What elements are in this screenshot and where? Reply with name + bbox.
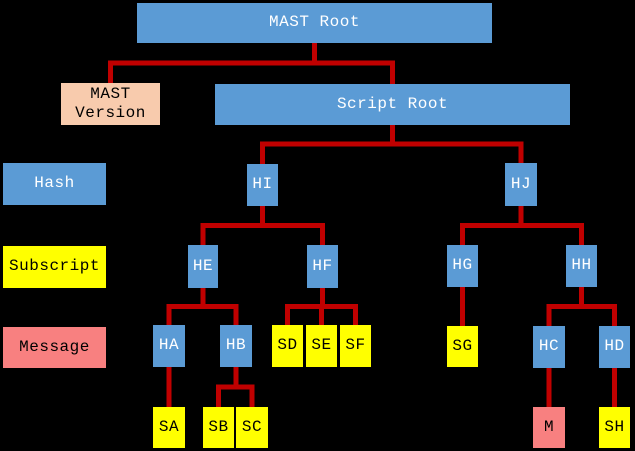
node-hi: HI xyxy=(247,164,278,206)
node-hb: HB xyxy=(220,325,252,367)
node-sd: SD xyxy=(272,325,303,367)
node-legend-message: Message xyxy=(3,327,106,368)
node-sb: SB xyxy=(203,407,234,448)
node-hj: HJ xyxy=(505,163,537,206)
node-hg: HG xyxy=(447,245,478,287)
edge-hf xyxy=(285,285,358,328)
node-legend-hash: Hash xyxy=(3,163,106,205)
node-mast-version: MAST Version xyxy=(61,83,160,125)
edge-hj xyxy=(460,203,584,248)
node-sg: SG xyxy=(447,326,478,367)
edge-he xyxy=(166,285,239,328)
node-hd: HD xyxy=(599,326,630,368)
node-sa: SA xyxy=(153,407,185,448)
node-sh: SH xyxy=(599,407,630,448)
node-m: M xyxy=(533,407,565,448)
node-mast-root: MAST Root xyxy=(137,3,492,43)
node-sc: SC xyxy=(236,407,268,448)
edge-hi xyxy=(200,203,325,248)
node-hf: HF xyxy=(307,245,338,288)
node-se: SE xyxy=(306,325,337,367)
node-legend-subscript: Subscript xyxy=(3,246,106,288)
edge-script-root xyxy=(260,122,524,167)
node-he: HE xyxy=(188,245,218,288)
edge-hh xyxy=(546,284,617,329)
node-hc: HC xyxy=(533,326,565,368)
edge-mast-root xyxy=(108,40,395,87)
node-hh: HH xyxy=(566,245,597,287)
node-sf: SF xyxy=(340,325,371,367)
node-script-root: Script Root xyxy=(215,84,570,125)
node-ha: HA xyxy=(153,325,185,367)
edge-hb xyxy=(216,364,255,410)
